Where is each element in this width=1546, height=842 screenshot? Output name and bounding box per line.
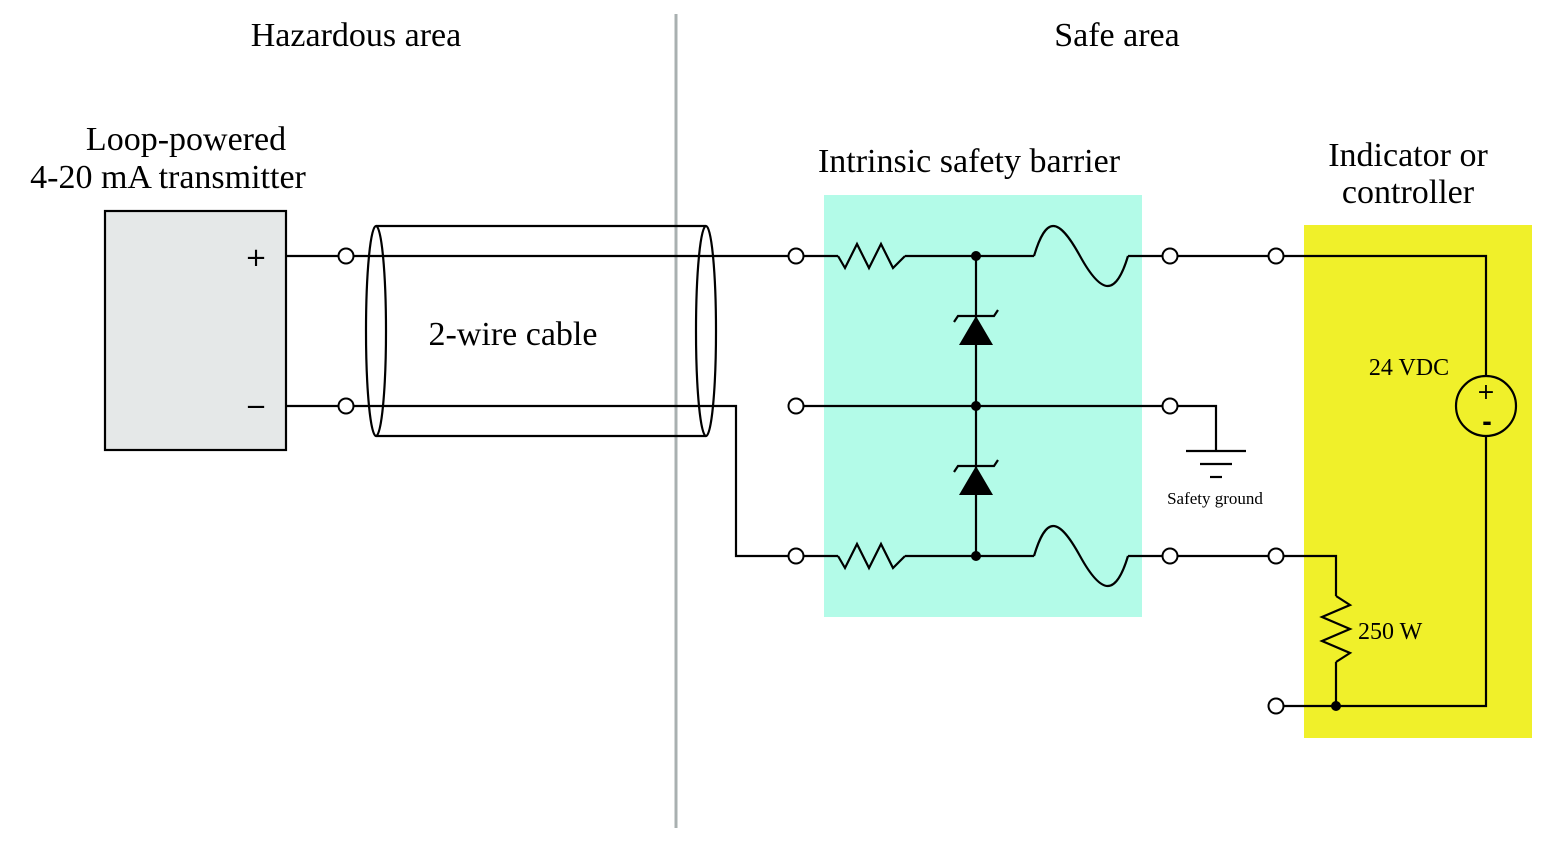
junction-dot: [1331, 701, 1341, 711]
barrier-fuse-top: [1032, 224, 1130, 287]
barrier-title: Intrinsic safety barrier: [818, 143, 1121, 180]
barrier-bottom-branch: [803, 524, 1162, 587]
transmitter-title-line2: 4-20 mA transmitter: [30, 159, 306, 196]
transmitter-terminal-plus: [337, 247, 355, 265]
controller-terminal: [1267, 247, 1285, 265]
dc-supply-icon: [1454, 374, 1518, 438]
junction-dot: [971, 551, 981, 561]
barrier-terminal: [1161, 247, 1179, 265]
barrier-terminal: [1161, 547, 1179, 565]
supply-voltage-label: 24 VDC: [1369, 355, 1449, 381]
transmitter-box: [103, 209, 288, 452]
hazardous-area-label: Hazardous area: [251, 17, 461, 54]
cable-sheath: [364, 224, 718, 438]
barrier-top-branch: [803, 224, 1162, 287]
wire-bottom-hazard: [286, 404, 788, 558]
barrier-terminal: [787, 247, 805, 265]
barrier-fuse-bottom: [1032, 524, 1130, 587]
controller-wire-supply-return: [1283, 436, 1488, 708]
supply-plus-label: +: [1477, 380, 1495, 405]
safety-ground-label: Safety ground: [1167, 489, 1263, 508]
controller-box: [1304, 225, 1532, 738]
zener-diode-lower: [953, 459, 999, 495]
junction-dot: [971, 401, 981, 411]
controller-terminal: [1267, 547, 1285, 565]
barrier-resistor-top: [837, 241, 906, 271]
supply-minus-label: -: [1482, 408, 1492, 436]
controller-wire-resistor-feed: [1283, 554, 1338, 596]
ground-icon: [1177, 404, 1246, 479]
barrier-resistor-bottom: [837, 541, 906, 571]
controller-terminal: [1267, 697, 1285, 715]
transmitter-minus-label: −: [245, 392, 267, 422]
controller-wire-top: [1283, 254, 1488, 376]
safe-area-label: Safe area: [1054, 17, 1180, 54]
transmitter-plus-label: +: [245, 243, 267, 273]
barrier-terminal: [787, 547, 805, 565]
barrier-terminal: [1161, 397, 1179, 415]
cable-label: 2-wire cable: [429, 316, 598, 353]
barrier-terminal: [787, 397, 805, 415]
transmitter-title-line1: Loop-powered: [86, 121, 286, 158]
controller-title-line1: Indicator or: [1328, 137, 1488, 174]
junction-dot: [971, 251, 981, 261]
zener-diode-upper: [953, 309, 999, 345]
resistor-250-icon: [1319, 595, 1353, 663]
controller-title-line2: controller: [1342, 174, 1475, 211]
resistor-value-label: 250 W: [1358, 619, 1423, 645]
transmitter-terminal-minus: [337, 397, 355, 415]
